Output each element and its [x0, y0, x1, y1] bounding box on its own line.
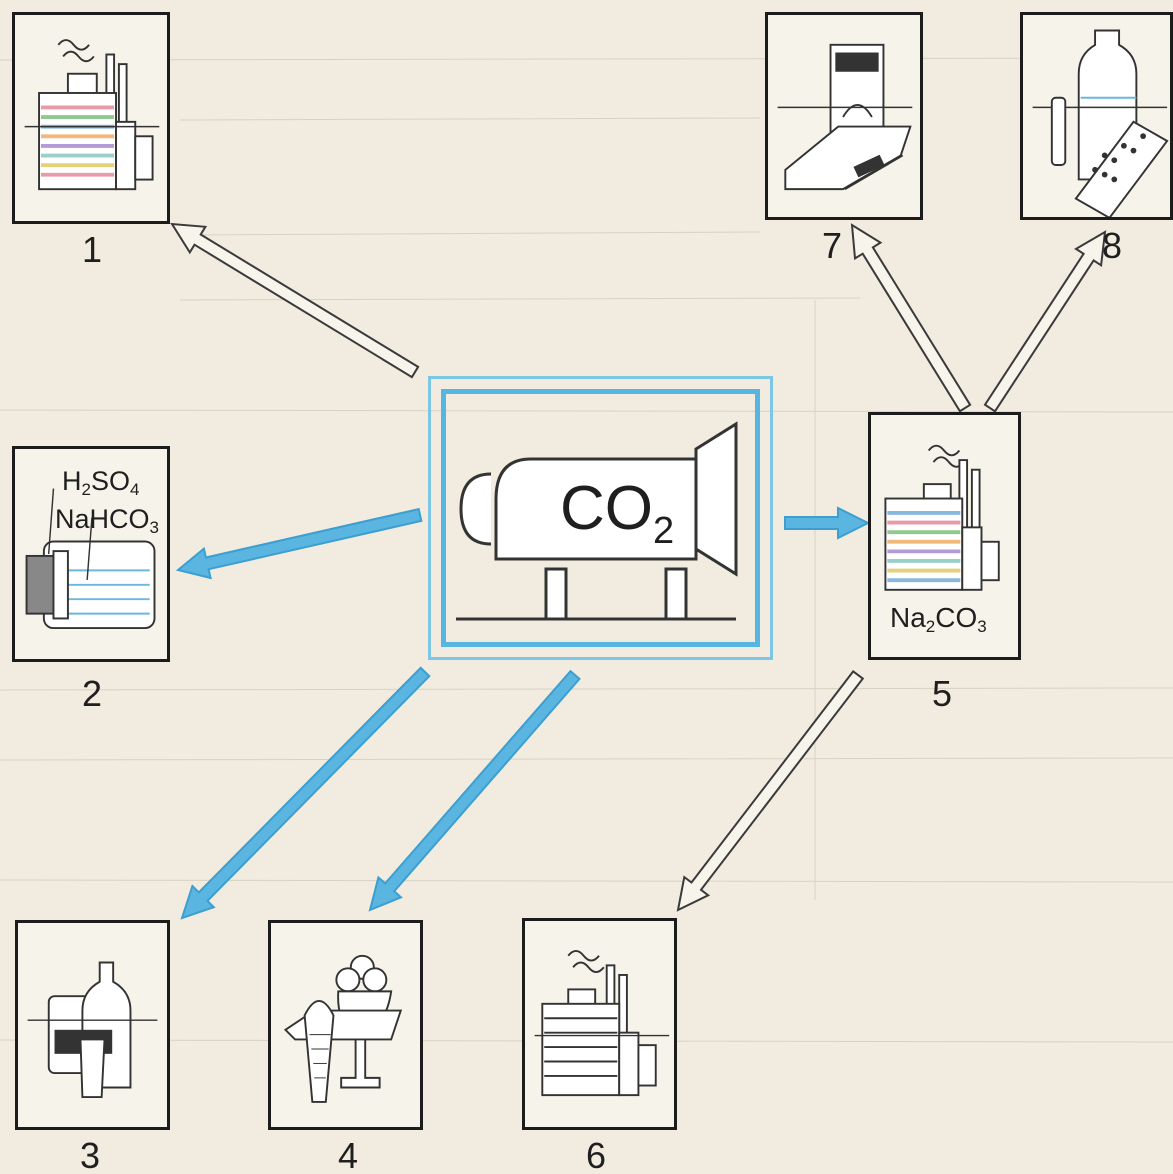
arrow-to-6 [676, 670, 865, 912]
cylinder-icon [456, 421, 738, 621]
detergent-box-icon [777, 43, 913, 191]
label-4: 4 [337, 1135, 359, 1174]
beverages-icon [27, 961, 158, 1099]
arrow-to-8 [983, 230, 1107, 413]
label-nahco3: NaHCO3 [55, 504, 159, 537]
box-3-beverages [15, 920, 170, 1130]
co2-formula: CO2 [560, 474, 675, 552]
medicine-icon [1032, 29, 1169, 217]
arrow-to-7 [850, 223, 972, 413]
box-2-extinguisher [12, 446, 170, 662]
box-1-factory [12, 12, 170, 224]
arrow-to-5 [784, 506, 871, 540]
box-6-factory [522, 918, 677, 1130]
ice-cream-icon [283, 954, 403, 1103]
box-4-ice-cream [268, 920, 423, 1130]
arrow-to-3 [180, 666, 431, 920]
factory-icon [884, 444, 1000, 591]
arrow-to-4 [368, 669, 581, 912]
arrow-to-1 [170, 222, 420, 379]
label-7: 7 [821, 225, 843, 266]
box-8-medicine [1020, 12, 1173, 220]
box-7-detergent [765, 12, 923, 220]
label-h2so4: H2SO4 [62, 466, 140, 499]
arrow-to-2 [175, 507, 423, 580]
fire-extinguisher-icon [25, 488, 156, 630]
label-8: 8 [1101, 225, 1123, 266]
factory-icon [534, 949, 670, 1097]
label-3: 3 [79, 1135, 101, 1174]
co2-generator [428, 376, 773, 660]
label-2: 2 [81, 673, 103, 714]
box-5-soda-plant [868, 412, 1021, 660]
label-1: 1 [81, 229, 103, 270]
label-6: 6 [585, 1135, 607, 1174]
factory-icon [24, 39, 160, 191]
label-5: 5 [931, 673, 953, 714]
caption-na2co3: Na2CO3 [890, 602, 987, 636]
